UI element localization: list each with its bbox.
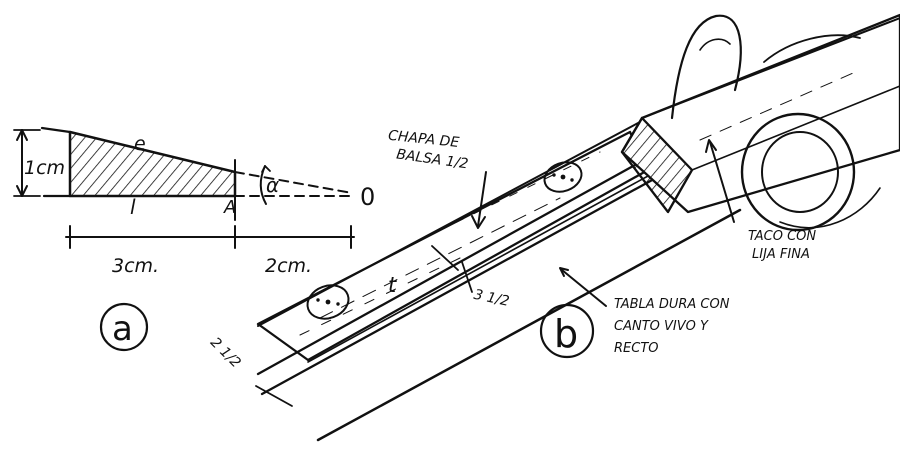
figure-a-label: a	[112, 309, 133, 349]
figure-b: t 3 1/2 2 1/2 CHAPA DE BALSA 1/2 TACO CO…	[207, 13, 900, 442]
height-label: 1cm	[24, 157, 65, 179]
block-label-line1: TACO CON	[748, 229, 816, 244]
edge-label: 2 1/2	[207, 334, 244, 371]
wedge-hatched	[68, 130, 237, 198]
balsa-grain	[299, 257, 461, 336]
dashed-hypotenuse	[234, 171, 353, 194]
angle-label: α	[266, 173, 279, 197]
block-arrow	[709, 141, 735, 223]
wedge-top-extension	[40, 126, 72, 134]
hand-palm	[740, 112, 881, 232]
board-label-line3: RECTO	[614, 341, 659, 356]
sheet-label-line1: CHAPA DE	[387, 128, 460, 151]
hypotenuse-label: e	[134, 133, 146, 155]
figure-a: 1cm e l A α 0 3cm. 2cm. a	[13, 126, 375, 352]
balsa-sheet-edge	[307, 175, 649, 363]
vertex-label: A	[223, 197, 236, 218]
base-label: l	[130, 195, 136, 219]
thickness-label: t	[388, 273, 397, 297]
sheet-arrow	[477, 171, 487, 227]
hand-thumb	[670, 14, 861, 120]
dim-left-label: 3cm.	[112, 255, 159, 277]
angle-arc-arrow	[261, 165, 271, 173]
sanding-block	[620, 13, 900, 214]
figure-b-label: b	[554, 312, 578, 356]
board-label-line1: TABLA DURA CON	[614, 297, 730, 312]
point-label: 0	[360, 183, 375, 211]
edge-dimension	[255, 385, 293, 407]
block-label-line2: LIJA FINA	[752, 247, 810, 262]
dim-right-label: 2cm.	[265, 255, 312, 277]
figure-b-circle	[539, 303, 595, 359]
offset-label: 3 1/2	[472, 287, 511, 310]
board-top-edge	[257, 121, 641, 327]
figure-a-circle	[99, 302, 149, 352]
board-label-line2: CANTO VIVO Y	[614, 319, 709, 334]
balsa-grain	[319, 197, 561, 319]
balsa-grain	[419, 151, 601, 241]
thickness-tick	[431, 245, 459, 271]
board-far-edge	[316, 208, 742, 442]
pin-left	[306, 284, 350, 320]
offset-tick	[461, 261, 473, 293]
board-arrow	[561, 269, 607, 307]
pin-right	[543, 161, 583, 193]
